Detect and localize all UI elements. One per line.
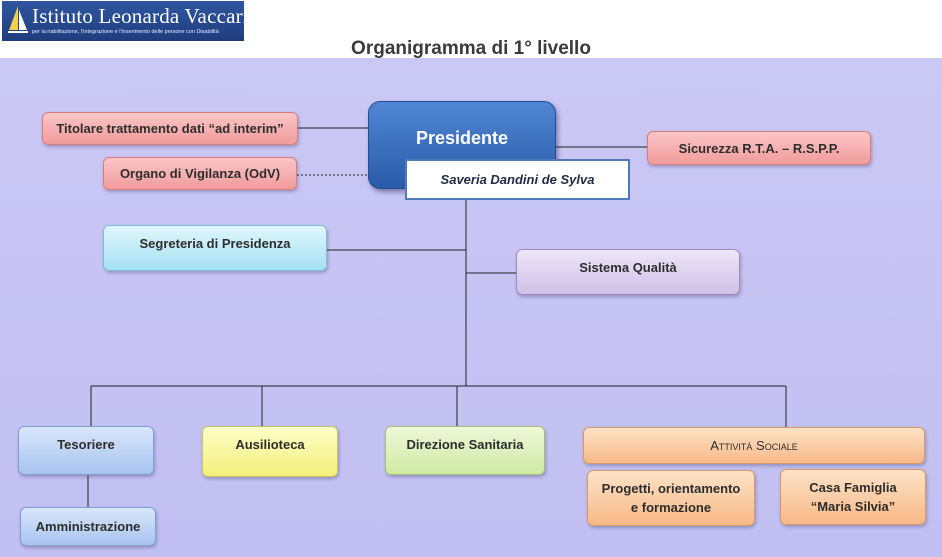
casa-label-line2: “Maria Silvia” <box>810 499 896 514</box>
progetti-formazione-box: Progetti, orientamento e formazione <box>587 470 755 526</box>
segreteria-presidenza-box: Segreteria di Presidenza <box>103 225 327 271</box>
attivita-sociale-box: Attività Sociale <box>583 427 925 464</box>
president-name: Saveria Dandini de Sylva <box>440 172 595 187</box>
ausilioteca-label: Ausilioteca <box>235 437 305 452</box>
sailboat-logo-icon <box>8 6 28 33</box>
qualita-label: Sistema Qualità <box>579 260 677 275</box>
sicurezza-label: Sicurezza R.T.A. – R.S.P.P. <box>678 140 840 156</box>
titolare-label: Titolare trattamento dati “ad interim” <box>56 121 284 136</box>
segreteria-label: Segreteria di Presidenza <box>139 236 291 251</box>
institute-logo: Istituto Leonarda Vaccari per la riabili… <box>2 1 244 41</box>
president-role: Presidente <box>415 128 509 148</box>
titolare-trattamento-dati-box: Titolare trattamento dati “ad interim” <box>42 112 298 145</box>
progetti-label-line2: e formazione <box>630 500 712 515</box>
tesoriere-box: Tesoriere <box>18 426 154 475</box>
page-title: Organigramma di 1° livello <box>351 38 591 59</box>
logo-name: Istituto Leonarda Vaccari <box>32 4 244 28</box>
logo-tagline: per la riabilitazione, l'integrazione e … <box>32 29 219 35</box>
direzione-label: Direzione Sanitaria <box>406 437 524 452</box>
casa-famiglia-box: Casa Famiglia “Maria Silvia” <box>780 469 926 525</box>
amministrazione-box: Amministrazione <box>20 507 156 546</box>
progetti-label-line1: Progetti, orientamento <box>601 481 741 496</box>
organo-vigilanza-box: Organo di Vigilanza (OdV) <box>103 157 297 190</box>
odv-label: Organo di Vigilanza (OdV) <box>119 166 281 181</box>
amministrazione-label: Amministrazione <box>35 519 141 534</box>
direzione-sanitaria-box: Direzione Sanitaria <box>385 426 545 475</box>
tesoriere-label: Tesoriere <box>57 437 115 452</box>
attivita-sociale-label: Attività Sociale <box>710 438 798 453</box>
ausilioteca-box: Ausilioteca <box>202 426 338 477</box>
sistema-qualita-box: Sistema Qualità <box>516 249 740 295</box>
casa-label-line1: Casa Famiglia <box>809 480 897 495</box>
sicurezza-box: Sicurezza R.T.A. – R.S.P.P. <box>647 131 871 165</box>
president-name-box: Saveria Dandini de Sylva <box>405 159 630 200</box>
